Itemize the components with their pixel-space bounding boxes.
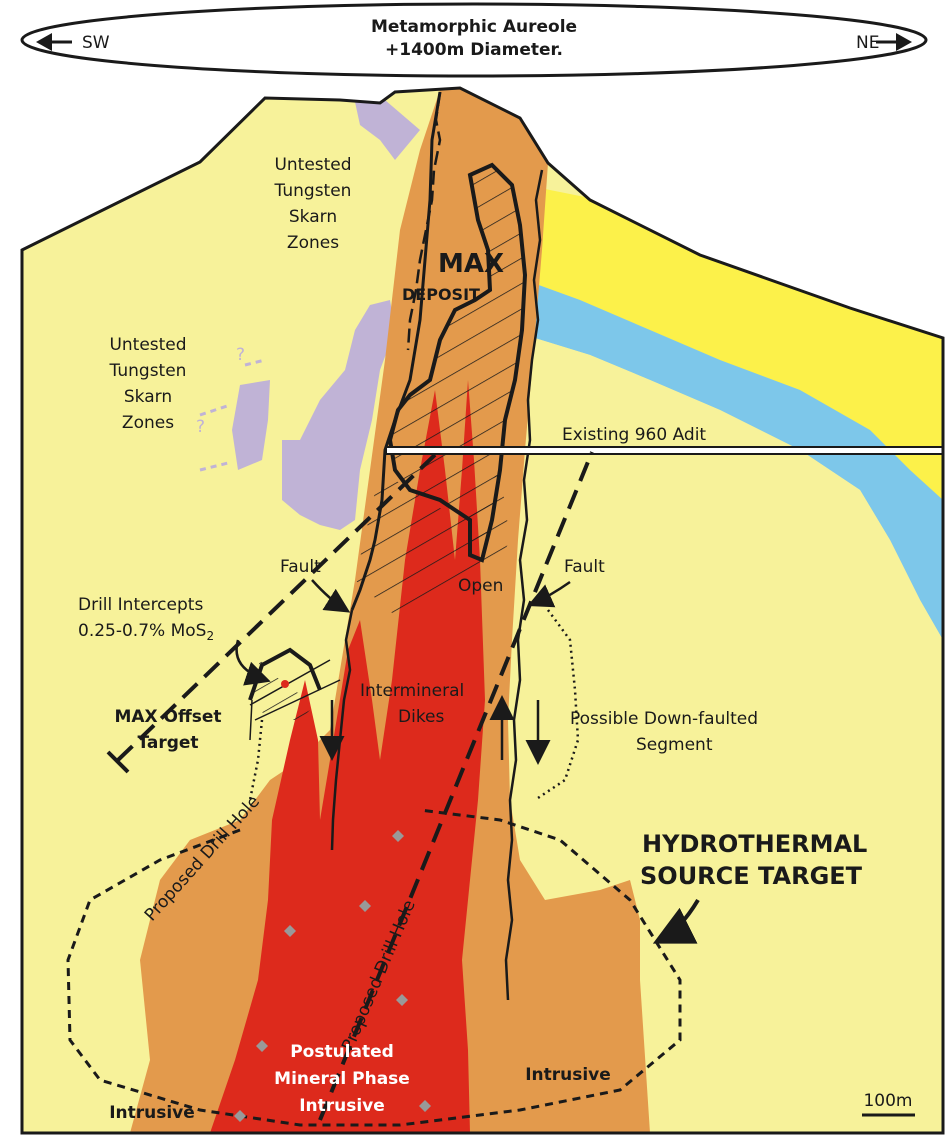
svg-text:Target: Target	[137, 733, 198, 753]
svg-text:Postulated: Postulated	[290, 1042, 394, 1062]
svg-text:Tungsten: Tungsten	[109, 361, 187, 381]
aureole-title-line1: Metamorphic Aureole	[371, 17, 577, 37]
max-deposit-title: MAX	[438, 249, 504, 279]
offset-intercept-dot	[281, 680, 289, 688]
scale-label: 100m	[863, 1091, 912, 1111]
svg-text:Dikes: Dikes	[398, 707, 445, 727]
aureole-title-line2: +1400m Diameter.	[385, 40, 563, 60]
svg-text:Intrusive: Intrusive	[299, 1096, 385, 1116]
svg-text:Zones: Zones	[122, 413, 174, 433]
svg-text:Drill Intercepts: Drill Intercepts	[78, 595, 203, 615]
sw-label: SW	[82, 33, 110, 53]
svg-text:Intermineral: Intermineral	[360, 681, 464, 701]
max-deposit-subtitle: DEPOSIT	[402, 285, 480, 304]
svg-text:Skarn: Skarn	[124, 387, 172, 407]
fault-label-right: Fault	[564, 557, 605, 577]
svg-text:Untested: Untested	[109, 335, 186, 355]
question-mark-lower: ?	[196, 417, 205, 437]
intrusive-label-left: Intrusive	[109, 1103, 195, 1123]
adit-label: Existing 960 Adit	[562, 425, 706, 445]
svg-text:Untested: Untested	[274, 155, 351, 175]
ne-label: NE	[856, 33, 879, 53]
fault-label-left: Fault	[280, 557, 321, 577]
svg-text:Possible Down-faulted: Possible Down-faulted	[570, 709, 758, 729]
svg-text:0.25-0.7% MoS2: 0.25-0.7% MoS2	[78, 621, 214, 643]
aureole-header: Metamorphic Aureole +1400m Diameter. SW …	[22, 4, 926, 76]
open-label: Open	[458, 576, 503, 596]
svg-text:Skarn: Skarn	[289, 207, 337, 227]
svg-text:SOURCE TARGET: SOURCE TARGET	[640, 862, 863, 890]
svg-text:Mineral Phase: Mineral Phase	[274, 1069, 410, 1089]
question-mark-upper: ?	[236, 345, 245, 365]
svg-text:Segment: Segment	[636, 735, 713, 755]
svg-text:HYDROTHERMAL: HYDROTHERMAL	[642, 830, 867, 858]
existing-adit	[386, 447, 948, 454]
svg-text:Tungsten: Tungsten	[274, 181, 352, 201]
svg-text:MAX Offset: MAX Offset	[114, 707, 221, 727]
intrusive-label-right: Intrusive	[525, 1065, 611, 1085]
svg-text:Zones: Zones	[287, 233, 339, 253]
